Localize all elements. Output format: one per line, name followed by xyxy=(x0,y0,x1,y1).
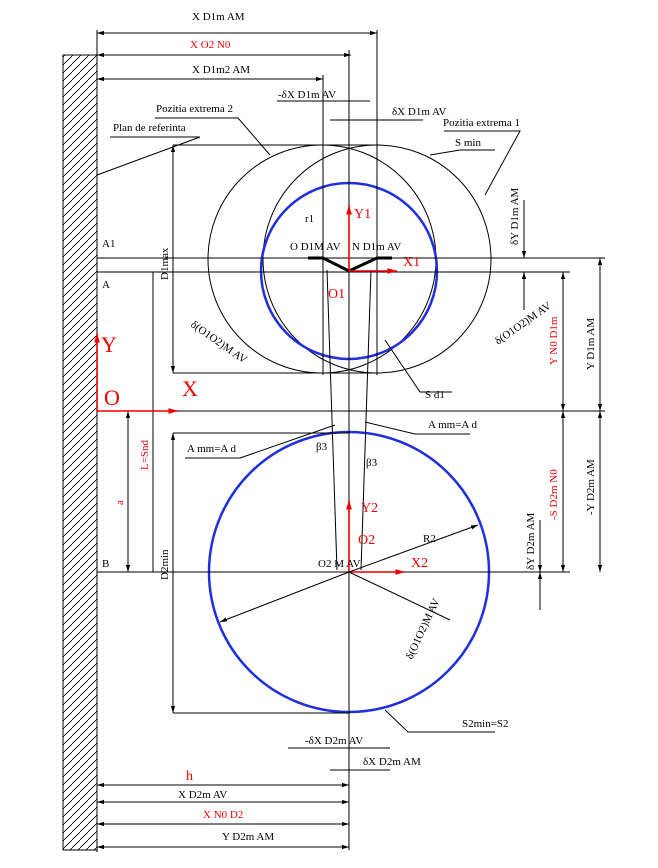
dim-x-am: Y D2m AM xyxy=(222,831,274,843)
axis-x2-label: X2 xyxy=(411,556,428,571)
label-n: N D1m AV xyxy=(352,241,401,253)
label-pozitia-1: Pozitia extrema 1 xyxy=(443,117,520,129)
dim-dx2: δX D2m AM xyxy=(363,756,421,768)
label-o2m: O2 M AV xyxy=(318,558,361,570)
origin-o1-label: O1 xyxy=(328,287,345,302)
dim-y-red: Y N0 D1m xyxy=(548,316,560,365)
dim-dy-d1m: δY D1m AM xyxy=(509,187,521,245)
axis-y1-label: Y1 xyxy=(354,207,371,222)
label-s-min: S min xyxy=(455,137,481,149)
dim-l: L=Snd xyxy=(139,439,151,470)
label-o2m: O D1M AV xyxy=(290,241,341,253)
origin-o2-label: O2 xyxy=(358,533,375,548)
label-a: A xyxy=(102,279,110,291)
label-a1: A1 xyxy=(102,238,115,250)
axis-y2-label: Y2 xyxy=(361,501,378,516)
label-delta-o1o2-right: δ(O1O2)M AV xyxy=(493,300,554,348)
dim-y-am: Y D1m AM xyxy=(585,318,597,370)
origin-o-label: O xyxy=(104,385,120,410)
axis-x1-label: X1 xyxy=(403,255,420,270)
dim-x-d1m-am: X D1m AM xyxy=(192,11,245,23)
label-beta-2: β3 xyxy=(366,457,378,469)
dim-x-o2-nom: X O2 N0 xyxy=(190,39,231,51)
axis-y-label: Y xyxy=(101,332,117,357)
label-r2: R2 xyxy=(423,533,436,545)
label-beta-1: β3 xyxy=(316,441,328,453)
dim-dx: δX D1m AV xyxy=(392,106,447,118)
axis-x-label: X xyxy=(182,376,198,401)
label-pozitia-2: Pozitia extrema 2 xyxy=(156,103,233,115)
dim-x-red: X N0 D2 xyxy=(203,809,243,821)
dim-s-red: -S D2m N0 xyxy=(548,469,560,520)
reference-wall xyxy=(62,54,98,851)
dim-y2: -Y D2m AM xyxy=(585,459,597,515)
dim-dy2: δY D2m AM xyxy=(525,512,537,570)
dim-neg-dx: -δX D1m AV xyxy=(278,89,336,101)
dim-x-d2: X D2m AV xyxy=(178,789,227,801)
label-plan-referinta: Plan de referinta xyxy=(113,122,186,134)
label-a-mm-left: A mm=A d xyxy=(187,443,236,455)
label-delta-o1o2-left: δ(O1O2)M AV xyxy=(188,319,249,367)
label-s2: S2min=S2 xyxy=(462,718,509,730)
label-delta-o2: δ(O1O2)M AV xyxy=(404,597,443,662)
label-a-mm-right: A mm=A d xyxy=(428,419,477,431)
label-r1: r1 xyxy=(305,213,314,225)
label-b: B xyxy=(102,558,109,570)
label-s-d1: S d1 xyxy=(425,389,445,401)
dim-x-d1m2: X D1m2 AM xyxy=(192,64,250,76)
dim-d2min: D2min xyxy=(159,549,171,580)
dim-a: a xyxy=(114,500,126,505)
dim-d1max: D1max xyxy=(159,247,171,280)
dim-h: h xyxy=(186,769,193,784)
dim-neg-dx2: -δX D2m AV xyxy=(305,735,363,747)
